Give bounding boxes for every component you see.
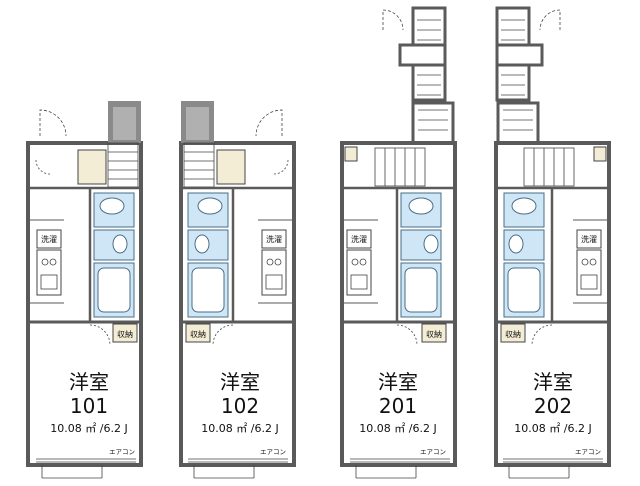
unit-201-window: [350, 458, 450, 479]
unit-201: 洗濯 収納 洋室 201 10.08 ㎡ /6.2 J エアコン: [340, 6, 457, 479]
unit-102-entry-door: [255, 109, 283, 137]
unit-202-room-area: 10.08 ㎡ /6.2 J: [514, 422, 591, 435]
unit-202-toilet-area: [503, 229, 545, 261]
unit-101-washer-label: 洗濯: [41, 234, 57, 244]
unit-201-room-area: 10.08 ㎡ /6.2 J: [359, 422, 436, 435]
unit-102-storage-box: [185, 323, 211, 343]
unit-202-outer-wall: [494, 141, 611, 467]
unit-101-stairs: [107, 142, 139, 188]
unit-102-room-area: 10.08 ㎡ /6.2 J: [201, 422, 278, 435]
unit-102-aircon-label: エアコン: [260, 448, 286, 456]
unit-101-storage-label: 収納: [117, 329, 133, 339]
unit-202-washer: [576, 229, 602, 249]
unit-101-storage-box: [112, 323, 138, 343]
unit-201-outer-wall: [340, 141, 457, 467]
unit-101-room-number: 101: [70, 394, 108, 418]
unit-101-outer-wall: [26, 141, 143, 467]
unit-102-stairs: [183, 142, 215, 188]
unit-101-room-area: 10.08 ㎡ /6.2 J: [50, 422, 127, 435]
unit-201-stairs: [374, 109, 448, 187]
unit-202-window: [503, 458, 603, 479]
unit-101-entry-door: [39, 109, 67, 137]
unit-202-storage-box: [500, 323, 526, 343]
unit-101-closet: [77, 149, 107, 185]
unit-201-room-number: 201: [379, 394, 417, 418]
unit-202-storage-label: 収納: [505, 329, 521, 339]
unit-202-stair-tower: [495, 6, 561, 102]
unit-202-closet: [593, 146, 607, 162]
unit-102-storage-label: 収納: [190, 329, 206, 339]
unit-201-closet: [344, 146, 358, 162]
unit-102-outer-wall: [179, 141, 296, 467]
unit-102-window: [188, 458, 288, 479]
unit-101: 洗濯 収納 洋室 101 10.08 ㎡ /6.2 J エアコン: [26, 101, 143, 479]
unit-201-washer-label: 洗濯: [351, 234, 367, 244]
unit-202-aircon-label: エアコン: [575, 448, 601, 456]
unit-201-stair-tower: [382, 6, 447, 102]
unit-102-washer-label: 洗濯: [266, 234, 282, 244]
unit-201-storage-box: [421, 323, 447, 343]
unit-102-washer: [261, 229, 287, 249]
unit-101-room-type: 洋室: [69, 370, 109, 394]
unit-101-aircon-label: エアコン: [109, 448, 135, 456]
unit-201-room-type: 洋室: [378, 370, 418, 394]
unit-102: 洗濯 収納 洋室 102 10.08 ㎡ /6.2 J エアコン: [179, 101, 296, 479]
unit-202-room-type: 洋室: [533, 370, 573, 394]
unit-101-window: [36, 458, 136, 479]
unit-102-room-number: 102: [221, 394, 259, 418]
unit-202: 洗濯 収納 洋室 202 10.08 ㎡ /6.2 J エアコン: [494, 6, 611, 479]
unit-201-washer: [346, 229, 372, 249]
unit-202-washer-label: 洗濯: [581, 234, 597, 244]
unit-201-storage-label: 収納: [426, 329, 442, 339]
unit-201-aircon-label: エアコン: [420, 448, 446, 456]
unit-101-kitchen: [36, 249, 62, 296]
unit-102-closet: [216, 149, 246, 185]
unit-101-washer: [36, 229, 62, 249]
unit-202-room-number: 202: [534, 394, 572, 418]
unit-202-stairs: [503, 109, 575, 187]
unit-102-room-type: 洋室: [220, 370, 260, 394]
unit-202-kitchen: [576, 249, 602, 296]
